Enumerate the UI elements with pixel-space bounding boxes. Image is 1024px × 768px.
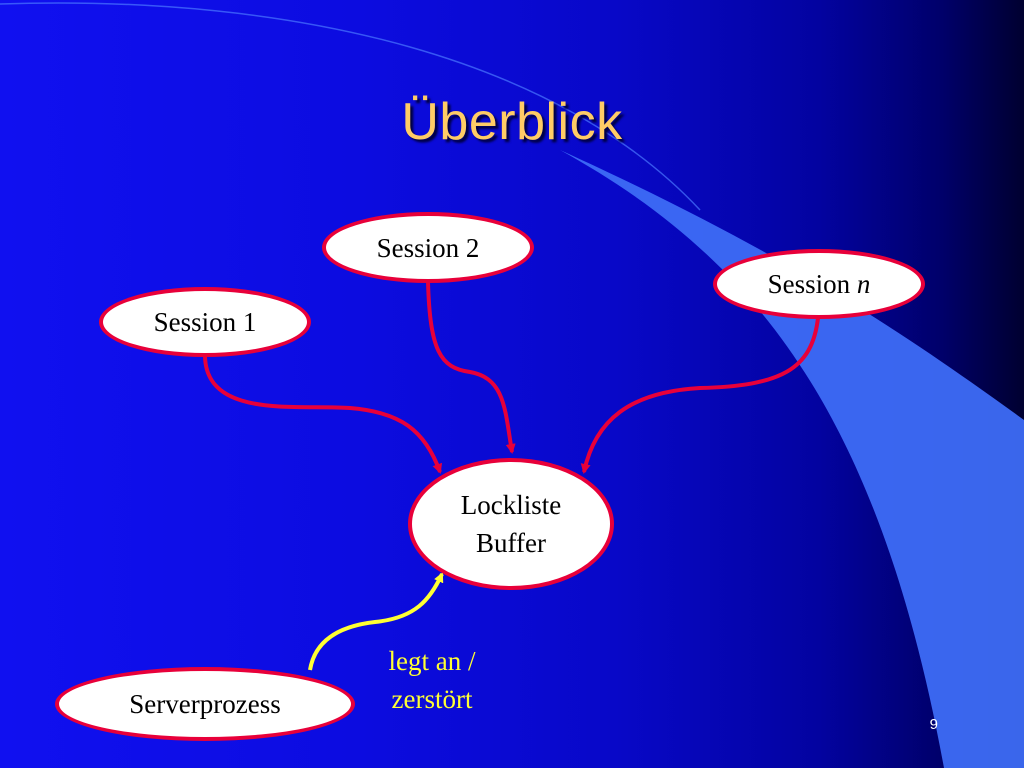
session-n-prefix: Session [767,269,851,299]
arrow-sessionn-to-lockliste [580,317,820,474]
arrow-session2-to-lockliste [426,281,516,454]
session-n-variable: n [856,269,871,299]
session-n-node: Session n [713,249,925,319]
serverprozess-label: Serverprozess [129,689,281,719]
session-1-label: Session 1 [153,307,257,337]
session-n-label: Session n [768,265,871,303]
decor-arc [0,2,701,211]
decor-band [560,150,1024,768]
lockliste-label: Lockliste [460,490,562,520]
page-number: 9 [929,716,938,733]
session-2-label: Session 2 [376,232,480,263]
arrow-session1-to-lockliste [203,354,443,474]
session-1-node: Session 1 [99,287,311,357]
arrow-server-to-lockliste [308,572,444,671]
session-2-node: Session 2 [322,212,534,283]
lockliste-buffer-node: Lockliste Buffer [408,458,614,590]
annotation-line-2: zerstört [391,684,473,714]
annotation-line-1: legt an / [388,646,476,676]
buffer-label: Buffer [476,528,546,558]
serverprozess-node: Serverprozess [55,667,355,741]
server-arrow-annotation: legt an / zerstört [352,642,512,718]
slide-title: Überblick [401,93,623,151]
